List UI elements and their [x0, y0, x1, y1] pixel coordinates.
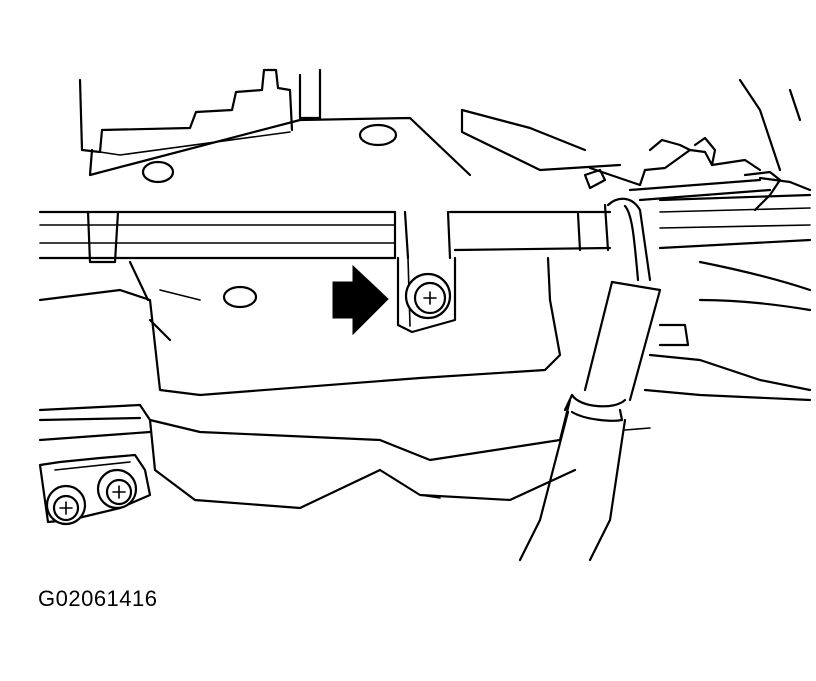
bolt-icon	[45, 484, 87, 526]
mounting-tab	[393, 210, 457, 334]
horizontal-rail	[38, 178, 812, 264]
right-frame	[624, 260, 812, 431]
hose	[518, 197, 662, 562]
right-bracket	[460, 78, 812, 212]
bolt-icon	[96, 468, 138, 510]
upper-housing	[78, 68, 472, 184]
main-housing	[38, 256, 577, 510]
pointer-arrow-icon	[332, 264, 389, 336]
bolt-icon	[404, 272, 452, 320]
figure-code: G02061416	[38, 586, 158, 611]
